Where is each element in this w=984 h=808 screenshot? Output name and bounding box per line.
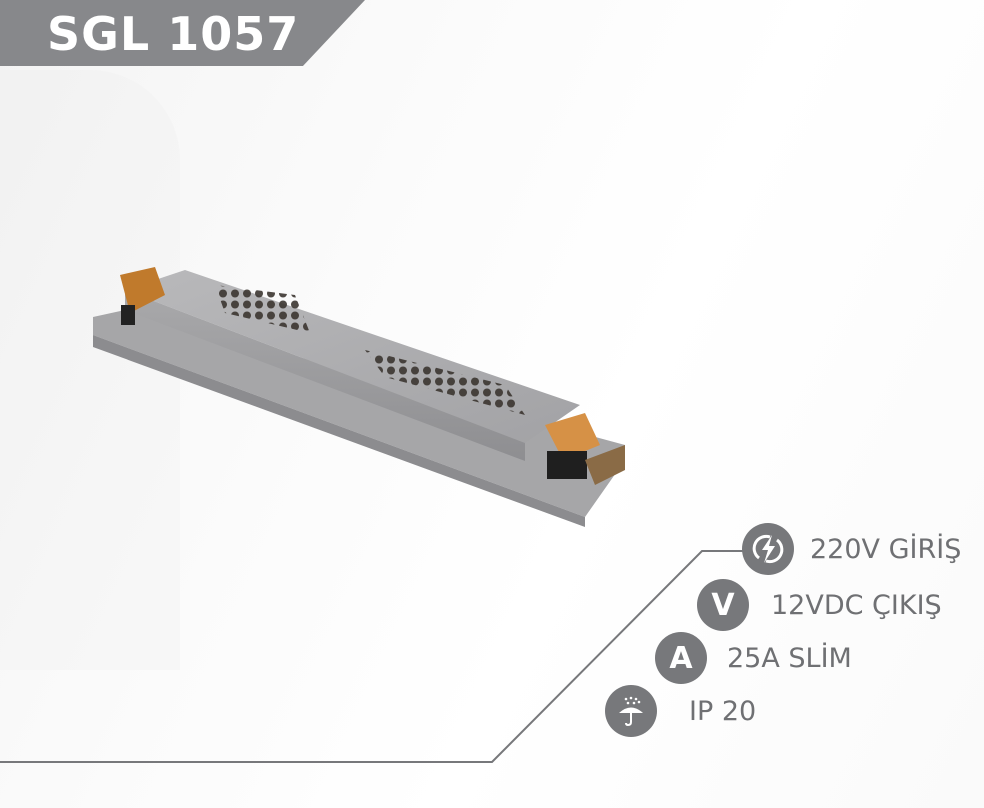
spec-current: A 25A SLİM [655, 632, 852, 684]
umbrella-rain-icon [605, 685, 657, 737]
voltage-v-icon: V [697, 579, 749, 631]
product-image [93, 267, 625, 527]
title-banner [0, 0, 365, 66]
spec-ip-rating: IP 20 [605, 685, 756, 737]
spec-label: 12VDC ÇIKIŞ [771, 589, 942, 621]
product-title: SGL 1057 [47, 7, 300, 61]
spec-label: 220V GİRİŞ [810, 533, 962, 565]
ampere-a-icon: A [655, 632, 707, 684]
spec-input-voltage: 220V GİRİŞ [742, 523, 961, 575]
lightning-bolt-icon [742, 523, 794, 575]
spec-label: IP 20 [689, 695, 757, 727]
spec-label: 25A SLİM [727, 642, 852, 674]
background-decoration [0, 70, 180, 670]
spec-output-voltage: V 12VDC ÇIKIŞ [697, 579, 942, 631]
